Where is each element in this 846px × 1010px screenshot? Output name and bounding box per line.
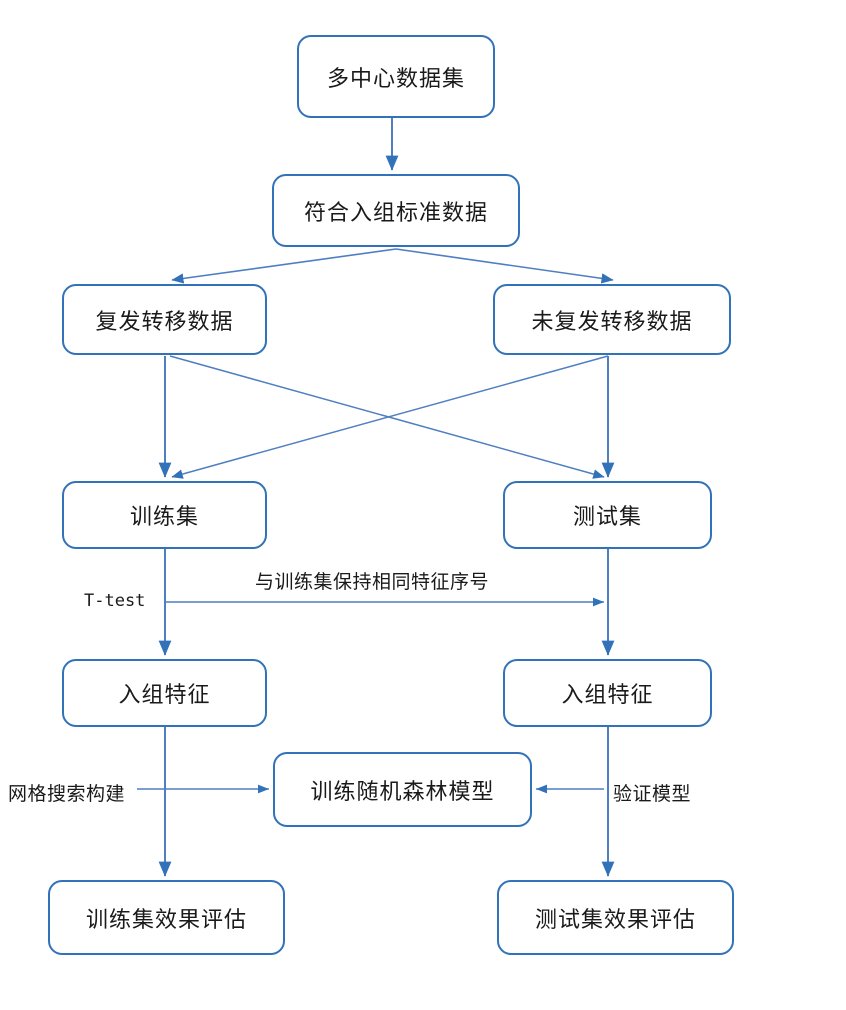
node-label: 符合入组标准数据 bbox=[303, 199, 488, 225]
edge-criteria-to-recurrence bbox=[171, 248, 397, 284]
node-selected-features-right[interactable]: 入组特征 bbox=[503, 659, 712, 727]
edge-label-t-test: T-test bbox=[84, 591, 146, 611]
node-label: 入组特征 bbox=[118, 682, 211, 707]
node-label: 训练随机森林模型 bbox=[310, 778, 495, 804]
node-label: 训练集效果评估 bbox=[85, 906, 247, 932]
node-selected-features-left[interactable]: 入组特征 bbox=[62, 659, 267, 727]
node-label: 复发转移数据 bbox=[95, 308, 234, 334]
edge-recurrence-to-test bbox=[169, 355, 605, 479]
node-label: 训练集 bbox=[129, 504, 199, 529]
node-training-set[interactable]: 训练集 bbox=[62, 481, 267, 549]
node-train-rf-model[interactable]: 训练随机森林模型 bbox=[273, 752, 532, 827]
node-label: 多中心数据集 bbox=[326, 65, 465, 91]
node-label: 入组特征 bbox=[561, 682, 654, 707]
node-label: 未复发转移数据 bbox=[531, 308, 693, 334]
edge-criteria-to-no-recurrence bbox=[395, 248, 614, 284]
node-no-recurrence-data[interactable]: 未复发转移数据 bbox=[493, 284, 731, 355]
edge-label-same-feature-order: 与训练集保持相同特征序号 bbox=[255, 572, 490, 593]
node-train-eval[interactable]: 训练集效果评估 bbox=[48, 880, 285, 955]
node-recurrence-data[interactable]: 复发转移数据 bbox=[62, 284, 267, 355]
node-test-set[interactable]: 测试集 bbox=[503, 481, 712, 549]
node-test-eval[interactable]: 测试集效果评估 bbox=[497, 880, 734, 955]
edge-label-validate-model: 验证模型 bbox=[613, 784, 692, 805]
edge-no-recurrence-to-training bbox=[171, 355, 609, 479]
node-inclusion-criteria[interactable]: 符合入组标准数据 bbox=[272, 174, 520, 247]
node-label: 测试集效果评估 bbox=[534, 906, 696, 932]
node-multicenter-dataset[interactable]: 多中心数据集 bbox=[297, 35, 495, 118]
node-label: 测试集 bbox=[572, 504, 642, 529]
edge-label-grid-search-build: 网格搜索构建 bbox=[8, 784, 126, 805]
